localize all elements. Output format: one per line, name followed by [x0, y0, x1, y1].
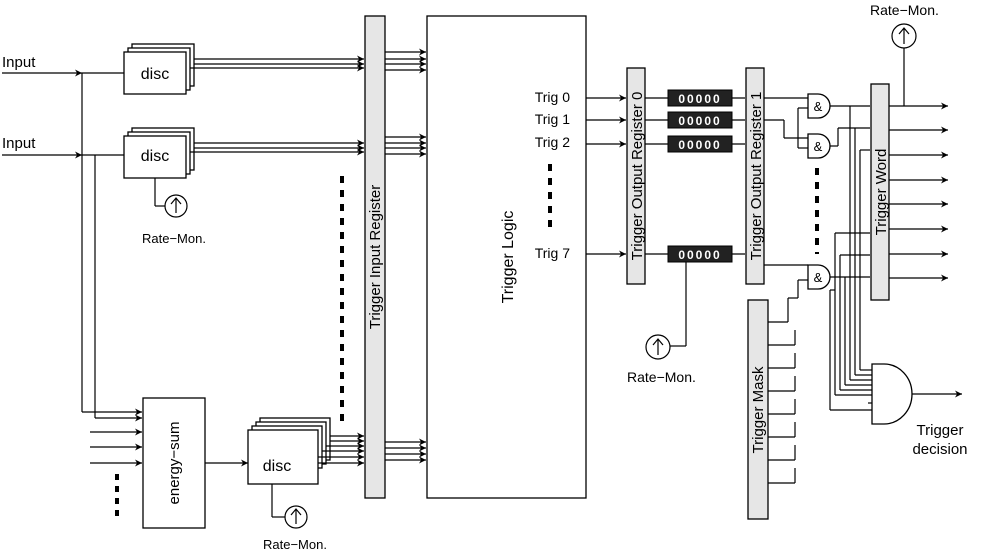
counter-trig0: 00000 [667, 89, 733, 107]
energy-sum-block: energy−sum [142, 397, 248, 529]
rate-mon-label-word: Rate−Mon. [870, 2, 939, 18]
energy-disc-outputs: Rate−Mon. [263, 176, 364, 552]
input-channel-2: Input disc Rate−Mon. [2, 127, 364, 246]
trigger-decision-label-2: decision [912, 441, 967, 458]
trigger-word-outputs: Rate−Mon. [870, 2, 948, 282]
trigger-output-register-0-label: Trigger Output Register 0 [629, 92, 646, 261]
trigger-input-register-label: Trigger Input Register [367, 185, 384, 330]
trigger-input-register: Trigger Input Register [364, 15, 386, 499]
trig-7-label: Trig 7 [535, 245, 570, 261]
disc-box-energy: disc [247, 417, 331, 485]
and-gate-0: & [807, 93, 831, 119]
trigger-output-register-0: Trigger Output Register 0 [626, 67, 646, 285]
trigger-mask: Trigger Mask [747, 299, 769, 520]
counter-value: 00000 [678, 248, 721, 262]
counter-value: 00000 [678, 114, 721, 128]
and-gate-symbol: & [814, 270, 823, 285]
and-gate-7: & [807, 264, 831, 290]
and-gate-symbol: & [814, 139, 823, 154]
trigger-decision-label-1: Trigger [917, 422, 964, 439]
counter-value: 00000 [678, 138, 721, 152]
disc-label-1: disc [141, 66, 169, 83]
counters: 00000 00000 00000 00000 Rate−Mon. [627, 89, 745, 385]
or-gate [871, 363, 962, 425]
and-gate-symbol: & [814, 99, 823, 114]
trigger-logic-label: Trigger Logic [500, 211, 517, 304]
input-channel-1: Input disc [2, 43, 364, 95]
trig-0-label: Trig 0 [535, 89, 570, 105]
trigger-word-label: Trigger Word [873, 149, 890, 236]
trigger-logic-block: Trigger Logic Trig 0 Trig 1 Trig 2 Trig … [426, 15, 587, 499]
trigger-output-register-1: Trigger Output Register 1 [745, 67, 765, 285]
disc-box-1: disc [123, 43, 195, 95]
rate-mon-label-disc2: Rate−Mon. [142, 231, 206, 246]
input-label-1: Input [2, 54, 36, 71]
counter-trig2: 00000 [667, 135, 733, 153]
register-to-logic-arrows [385, 48, 426, 464]
trigger-output-register-1-label: Trigger Output Register 1 [748, 92, 765, 261]
rate-mon-label-energy: Rate−Mon. [263, 537, 327, 552]
counter-trig7: 00000 [667, 245, 733, 263]
mask-connections [768, 107, 808, 484]
input-bus-lines [81, 73, 142, 516]
disc-label-energy: disc [263, 458, 291, 475]
counter-trig1: 00000 [667, 111, 733, 129]
trig-1-label: Trig 1 [535, 111, 570, 127]
counter-value: 00000 [678, 92, 721, 106]
disc-box-2: disc [123, 127, 195, 179]
disc-label-2: disc [141, 148, 169, 165]
energy-sum-label: energy−sum [166, 422, 183, 505]
register1-to-gates [764, 97, 819, 266]
trig-2-label: Trig 2 [535, 134, 570, 150]
rate-mon-label-counters: Rate−Mon. [627, 369, 696, 385]
and-gate-1: & [807, 133, 831, 159]
trigger-word-register: Trigger Word [870, 83, 890, 301]
input-label-2: Input [2, 135, 36, 152]
gates-to-word [829, 105, 872, 411]
rate-monitor-disc2 [164, 194, 188, 218]
trig-output-lines [586, 94, 626, 258]
trigger-mask-label: Trigger Mask [750, 366, 767, 453]
